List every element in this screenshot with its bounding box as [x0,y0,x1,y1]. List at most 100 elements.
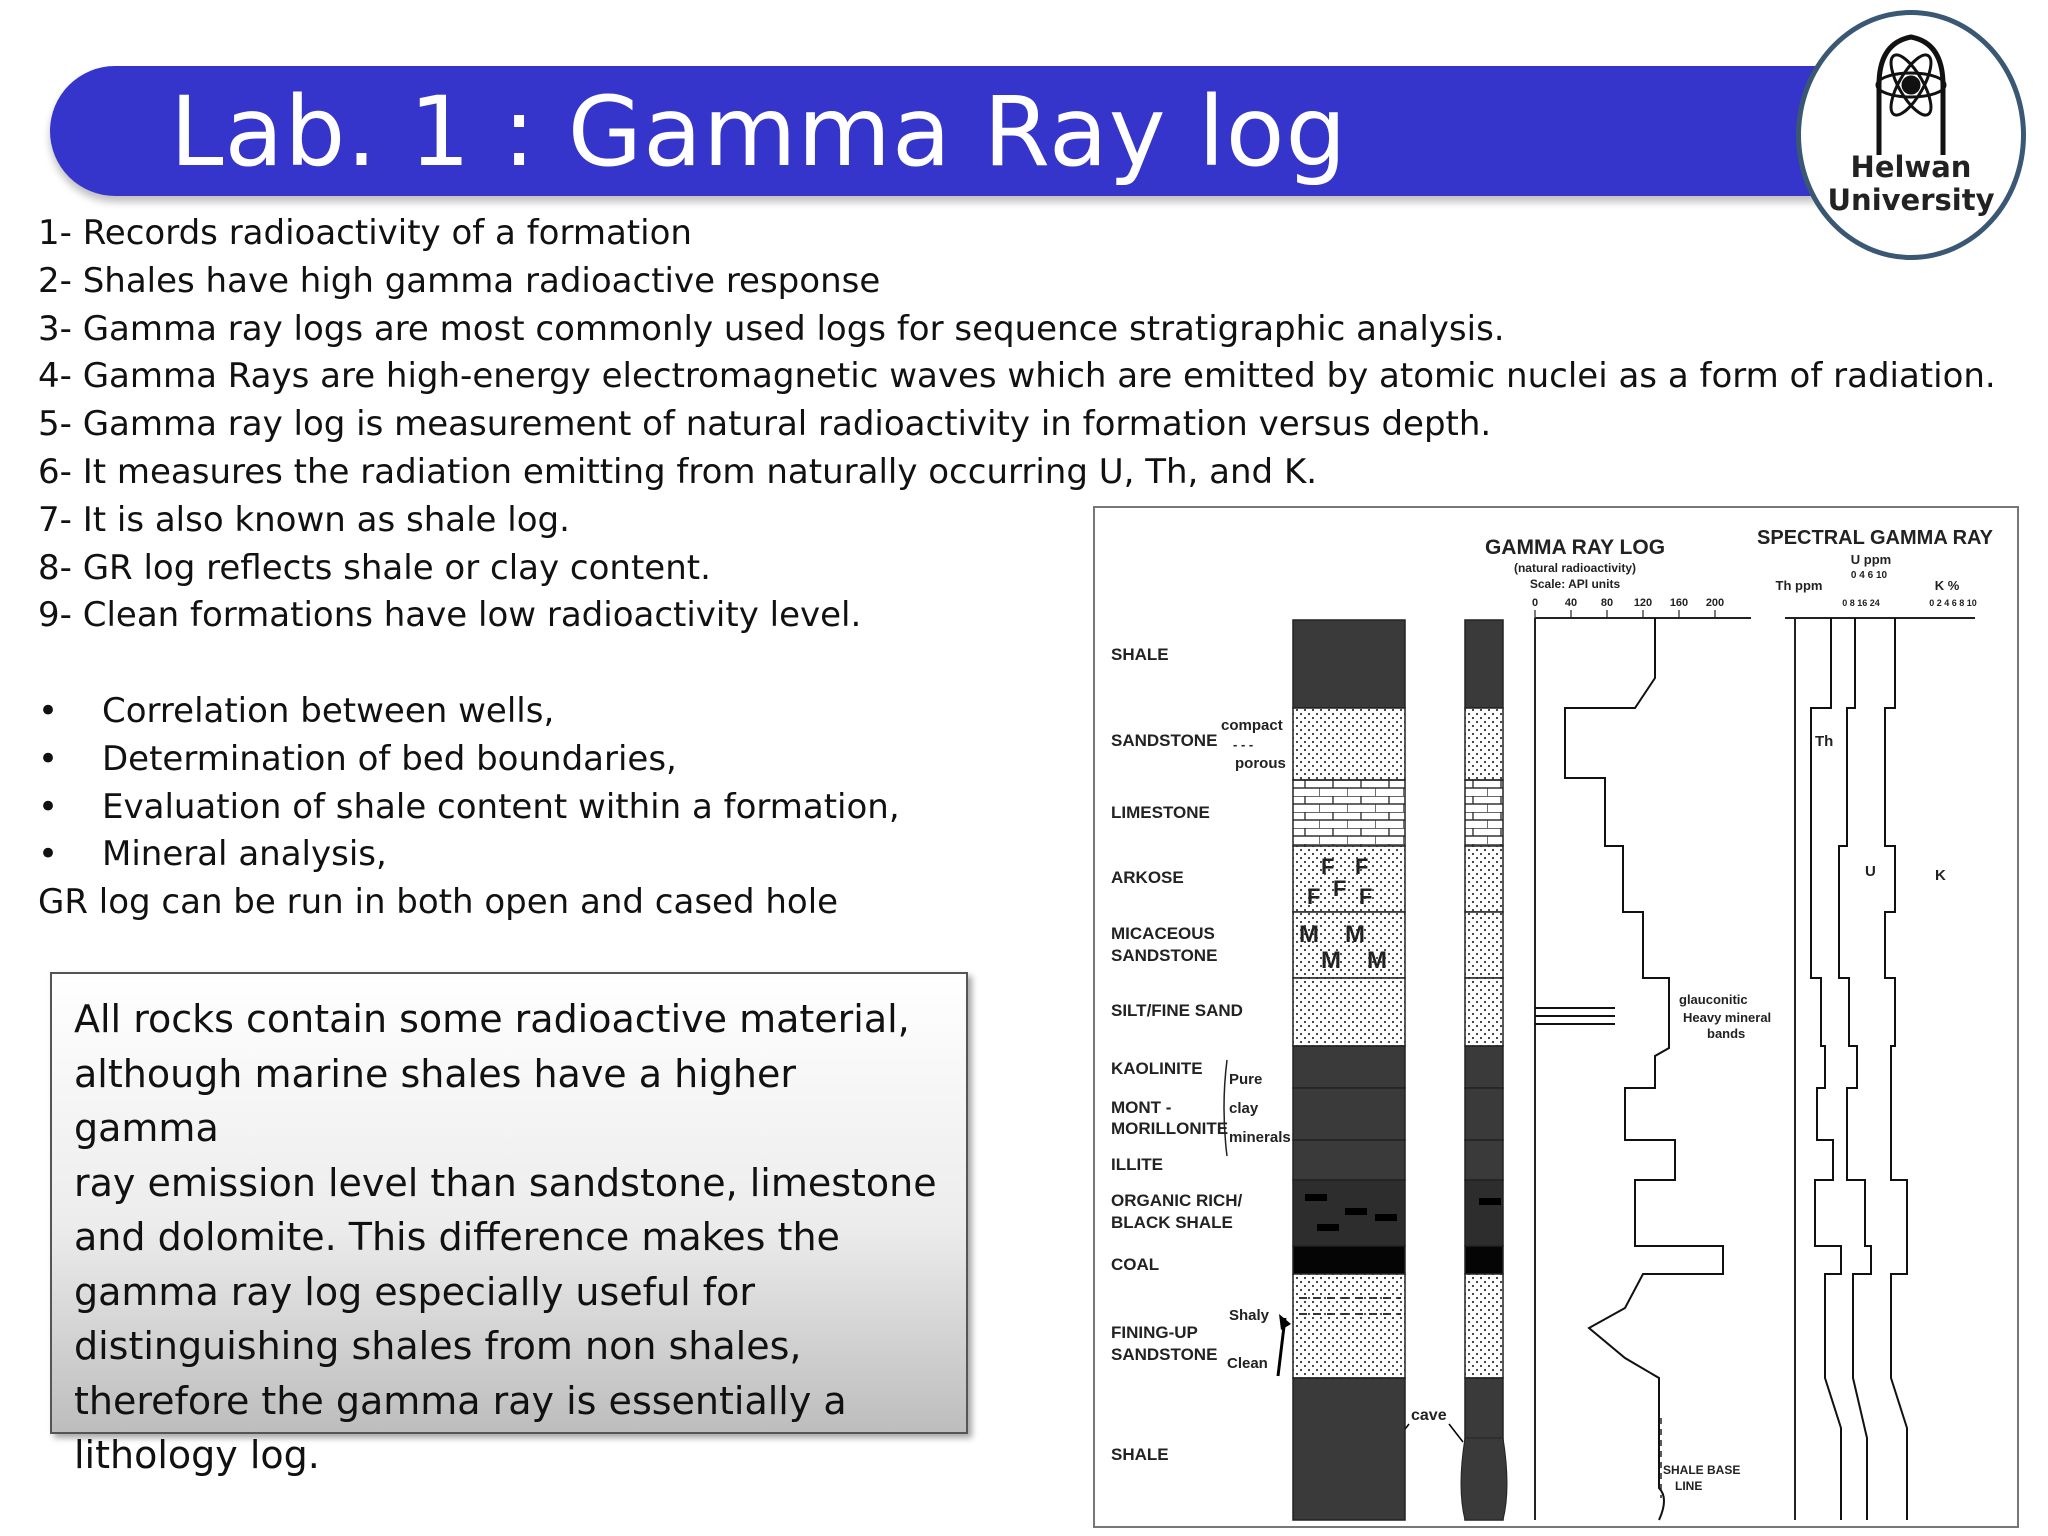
callout-line: distinguishing shales from non shales, [74,1324,802,1368]
lithology-bed [1292,1045,1406,1089]
k-ticks: 0 2 4 6 8 10 [1929,598,1977,608]
borehole-bed [1464,1273,1504,1379]
bullet-item: •Determination of bed boundaries, [38,736,900,784]
title-bar [50,66,1920,196]
lithology-bed [1292,1273,1406,1379]
pure-clay-label: Pure [1229,1071,1262,1088]
gr-curve [1564,618,1724,1521]
mica-mark: M [1321,947,1341,974]
clean-label: Clean [1227,1355,1268,1372]
pure-clay-label: clay [1229,1100,1259,1117]
point-3: 3- Gamma ray logs are most commonly used… [38,308,1505,349]
borehole-bed [1464,1179,1504,1247]
lithology-label: SANDSTONE [1111,1345,1217,1364]
sgr-title: SPECTRAL GAMMA RAY [1757,527,1994,549]
cave-bulge [1460,1437,1508,1521]
point-1: 1- Records radioactivity of a formation [38,213,692,253]
borehole-bed [1464,911,1504,979]
borehole-bed [1464,619,1504,709]
th-curve [1810,618,1842,1520]
lithology-label: COAL [1111,1255,1159,1274]
lithology-label: MORILLONITE [1111,1119,1228,1138]
lithology-label: MICACEOUS [1111,924,1215,943]
mica-mark: M [1345,921,1365,948]
lithology-bed [1292,1245,1406,1275]
callout-line: All rocks contain some radioactive mater… [74,997,910,1041]
contact-dash: - - - [1233,737,1253,752]
point-6: 6- It measures the radiation emitting fr… [38,451,1318,492]
bullet-item: • Evaluation of shale content within a fo… [38,784,900,832]
porous-label: porous [1235,755,1286,772]
borehole-bed [1464,1139,1504,1181]
lithology-bed [1292,707,1406,781]
organic-lens [1345,1208,1367,1215]
lithology-bed [1292,779,1406,847]
atom-emblem-icon: Helwan University [1828,34,1995,217]
university-logo: Helwan University [1796,10,2026,260]
feldspar-mark: F [1333,876,1346,901]
lithology-bed [1292,1377,1406,1521]
bullet-icon: • [38,834,59,875]
feldspar-mark: F [1359,884,1372,909]
bullet-text: Correlation between wells, [102,691,555,731]
arrow-head-icon [1279,1314,1291,1330]
bullet-text: Mineral analysis, [102,834,387,875]
logo-text-line1: Helwan [1851,150,1972,184]
lithology-label: FINING-UP [1111,1323,1198,1342]
bullet-icon: • [38,786,59,827]
feldspar-mark: F [1321,854,1334,879]
bullet-text: Evaluation of shale content within a for… [102,786,900,827]
callout-box: All rocks contain some radioactive mater… [50,972,968,1477]
heavy-minerals-label: Heavy mineral [1683,1010,1771,1025]
callout-line: lithology log. [74,1433,320,1477]
lithology-label: MONT - [1111,1098,1171,1117]
shale-base-label: SHALE BASE [1663,1463,1740,1477]
bullet-item: • Correlation between wells, [38,688,900,736]
cave-pointer [1448,1423,1464,1443]
lithology-label: ARKOSE [1111,868,1184,887]
organic-lens [1479,1198,1501,1205]
callout-line: and dolomite. This difference makes the [74,1215,840,1259]
borehole-bed [1464,707,1504,781]
lithology-label: SANDSTONE [1111,731,1217,750]
logo-text-line2: University [1828,183,1995,217]
organic-lens [1375,1214,1397,1221]
lithology-bed [1292,845,1406,913]
point-2: 2- Shales have high gamma radioactive re… [38,260,881,301]
bullet-icon: • [38,738,59,779]
shale-base-label: LINE [1675,1479,1702,1493]
gamma-ray-log-diagram: SHALESANDSTONELIMESTONEARKOSEMICACEOUSSA… [1111,527,1994,1521]
u-ppm-label: U ppm [1851,552,1891,567]
pure-clay-label: minerals [1229,1129,1291,1146]
gr-tick-label: 80 [1601,597,1613,609]
lithology-bed [1292,911,1406,979]
u-curve-label: U [1865,863,1876,880]
lithology-label: ORGANIC RICH/ [1111,1191,1243,1210]
borehole-bed [1464,1045,1504,1089]
borehole-bed [1464,977,1504,1047]
mica-mark: M [1299,921,1319,948]
log-tracks: GAMMA RAY LOG(natural radioactivity)Scal… [1485,527,1994,1521]
gr-tick-label: 0 [1532,597,1538,609]
borehole-bed [1464,845,1504,913]
k-curve [1884,618,1908,1520]
callout-line: therefore the gamma ray is essentially a [74,1378,847,1423]
gr-tick-label: 40 [1565,597,1577,609]
lithology-bed [1292,977,1406,1047]
glauconitic-label: glauconitic [1679,992,1748,1007]
lithology-label: SANDSTONE [1111,946,1217,965]
lithology-bed [1292,619,1406,709]
organic-lens [1305,1194,1327,1201]
k-label: K % [1935,578,1960,593]
lithology-label: BLACK SHALE [1111,1213,1233,1232]
lithology-bed [1292,1087,1406,1141]
gr-subtitle-1: (natural radioactivity) [1514,561,1636,575]
lithology-labels: SHALESANDSTONELIMESTONEARKOSEMICACEOUSSA… [1111,645,1464,1464]
shaly-label: Shaly [1229,1307,1270,1324]
bullet-icon: • [38,691,59,731]
lithology-label: SILT/FINE SAND [1111,1001,1243,1020]
gr-subtitle-2: Scale: API units [1530,577,1621,591]
gr-tick-label: 200 [1706,597,1724,609]
lithology-label: SHALE [1111,1445,1169,1464]
